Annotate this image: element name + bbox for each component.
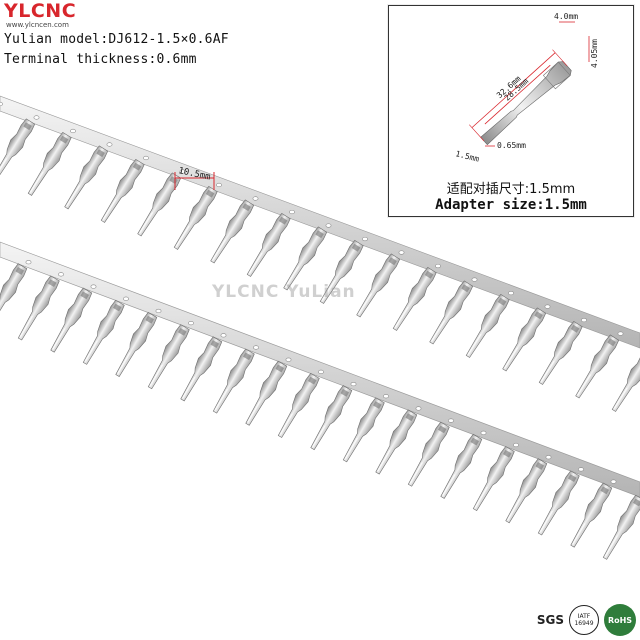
- terminal-pin: [570, 333, 621, 402]
- terminal-pin: [497, 306, 548, 375]
- carrier-hole: [289, 209, 295, 215]
- carrier-hole: [0, 101, 3, 107]
- terminal-pin: [45, 286, 95, 356]
- terminal-pin: [59, 144, 110, 213]
- inset-caption-cn: 适配对插尺寸:1.5mm: [446, 182, 576, 197]
- brand-logo-text: YLCNC: [4, 0, 77, 22]
- terminal-pin: [13, 274, 62, 343]
- carrier-hole: [513, 442, 519, 448]
- terminal-pin: [565, 481, 615, 551]
- carrier-hole: [508, 290, 514, 296]
- terminal-pin: [143, 323, 192, 392]
- terminal-pin: [175, 335, 225, 404]
- terminal-pin: [534, 319, 585, 388]
- brand-logo: YLCNC www.ylcncen.com: [4, 0, 77, 30]
- carrier-hole: [285, 357, 292, 362]
- carrier-hole: [350, 381, 357, 387]
- carrier-hole: [33, 115, 40, 120]
- carrier-hole: [58, 272, 64, 277]
- terminal-pin: [533, 469, 582, 538]
- carrier-hole: [90, 284, 97, 289]
- carrier-hole: [106, 142, 113, 147]
- inset-height: 4.05mm: [590, 39, 599, 68]
- terminal-pin: [273, 371, 322, 441]
- terminal-pin: [598, 493, 640, 563]
- rohs-badge: RoHS: [604, 604, 636, 636]
- terminal-pin: [351, 252, 402, 321]
- carrier-hole: [480, 430, 487, 435]
- carrier-hole: [123, 296, 129, 301]
- inset-pin-thickness: 0.65mm: [497, 141, 526, 150]
- terminal-pin: [403, 420, 452, 490]
- carrier-hole: [471, 277, 478, 282]
- carrier-hole: [143, 155, 149, 161]
- inset-width: 4.0mm: [554, 12, 578, 21]
- terminal-pin: [240, 359, 290, 429]
- terminal-pin: [23, 130, 74, 199]
- brand-url: www.ylcncen.com: [6, 21, 69, 29]
- dimension-inset: 32.6mm 28.5mm 4.0mm 4.05mm 0.65mm 1.5mm …: [388, 5, 634, 217]
- carrier-hole: [415, 406, 422, 411]
- carrier-hole: [70, 128, 76, 134]
- front-terminal-strip: [0, 95, 640, 415]
- thickness-spec: Terminal thickness:0.6mm: [4, 52, 197, 67]
- terminal-pin: [500, 457, 550, 526]
- certification-badges: SGS IATF 16949 RoHS: [537, 604, 636, 636]
- carrier-hole: [545, 455, 552, 460]
- carrier-hole: [578, 467, 584, 472]
- carrier-hole: [610, 479, 617, 484]
- terminal-dimension-drawing: 32.6mm 28.5mm 4.0mm 4.05mm 0.65mm 1.5mm: [455, 12, 599, 164]
- terminal-pin: [435, 432, 485, 502]
- terminal-pin: [370, 408, 420, 478]
- iatf-label: IATF: [577, 613, 591, 620]
- carrier-hole: [155, 308, 162, 314]
- terminal-pin: [208, 347, 257, 417]
- carrier-hole: [581, 317, 587, 323]
- carrier-hole: [216, 182, 222, 188]
- terminal-pin: [78, 298, 127, 368]
- sgs-badge: SGS: [536, 613, 564, 627]
- terminal-pin: [388, 265, 439, 334]
- carrier-hole: [188, 321, 194, 326]
- terminal-pin: [305, 384, 355, 453]
- carrier-hole: [544, 304, 551, 309]
- terminal-pin: [338, 396, 387, 465]
- terminal-pin: [607, 346, 640, 415]
- watermark: YLCNC YuLian: [212, 282, 356, 302]
- carrier-hole: [252, 196, 259, 201]
- iatf-badge: IATF 16949: [569, 605, 599, 635]
- terminal-pin: [461, 292, 512, 361]
- model-spec: Yulian model:DJ612-1.5×0.6AF: [4, 32, 229, 47]
- terminal-pin: [205, 198, 256, 267]
- terminal-pin: [0, 117, 37, 186]
- carrier-hole: [362, 236, 368, 242]
- carrier-hole: [617, 331, 624, 336]
- terminal-pin: [468, 445, 517, 514]
- carrier-hole: [383, 394, 389, 399]
- terminal-pin: [169, 184, 220, 253]
- terminal-pin: [242, 211, 293, 280]
- back-terminal-strip: [0, 241, 640, 563]
- inset-pin-width: 1.5mm: [455, 149, 481, 164]
- carrier-hole: [325, 223, 332, 228]
- terminal-pin: [110, 310, 160, 380]
- carrier-hole: [220, 333, 227, 338]
- carrier-hole: [179, 169, 186, 174]
- terminal-pin: [0, 262, 30, 331]
- carrier-hole: [253, 345, 259, 350]
- iatf-number: 16949: [574, 620, 594, 627]
- terminal-pin: [96, 157, 147, 226]
- terminal-pin: [424, 279, 475, 348]
- carrier-hole: [25, 260, 32, 265]
- carrier-hole: [448, 418, 454, 423]
- inset-caption-en: Adapter size:1.5mm: [435, 197, 587, 213]
- carrier-hole: [435, 263, 441, 269]
- carrier-hole: [318, 369, 324, 374]
- carrier-hole: [398, 250, 405, 255]
